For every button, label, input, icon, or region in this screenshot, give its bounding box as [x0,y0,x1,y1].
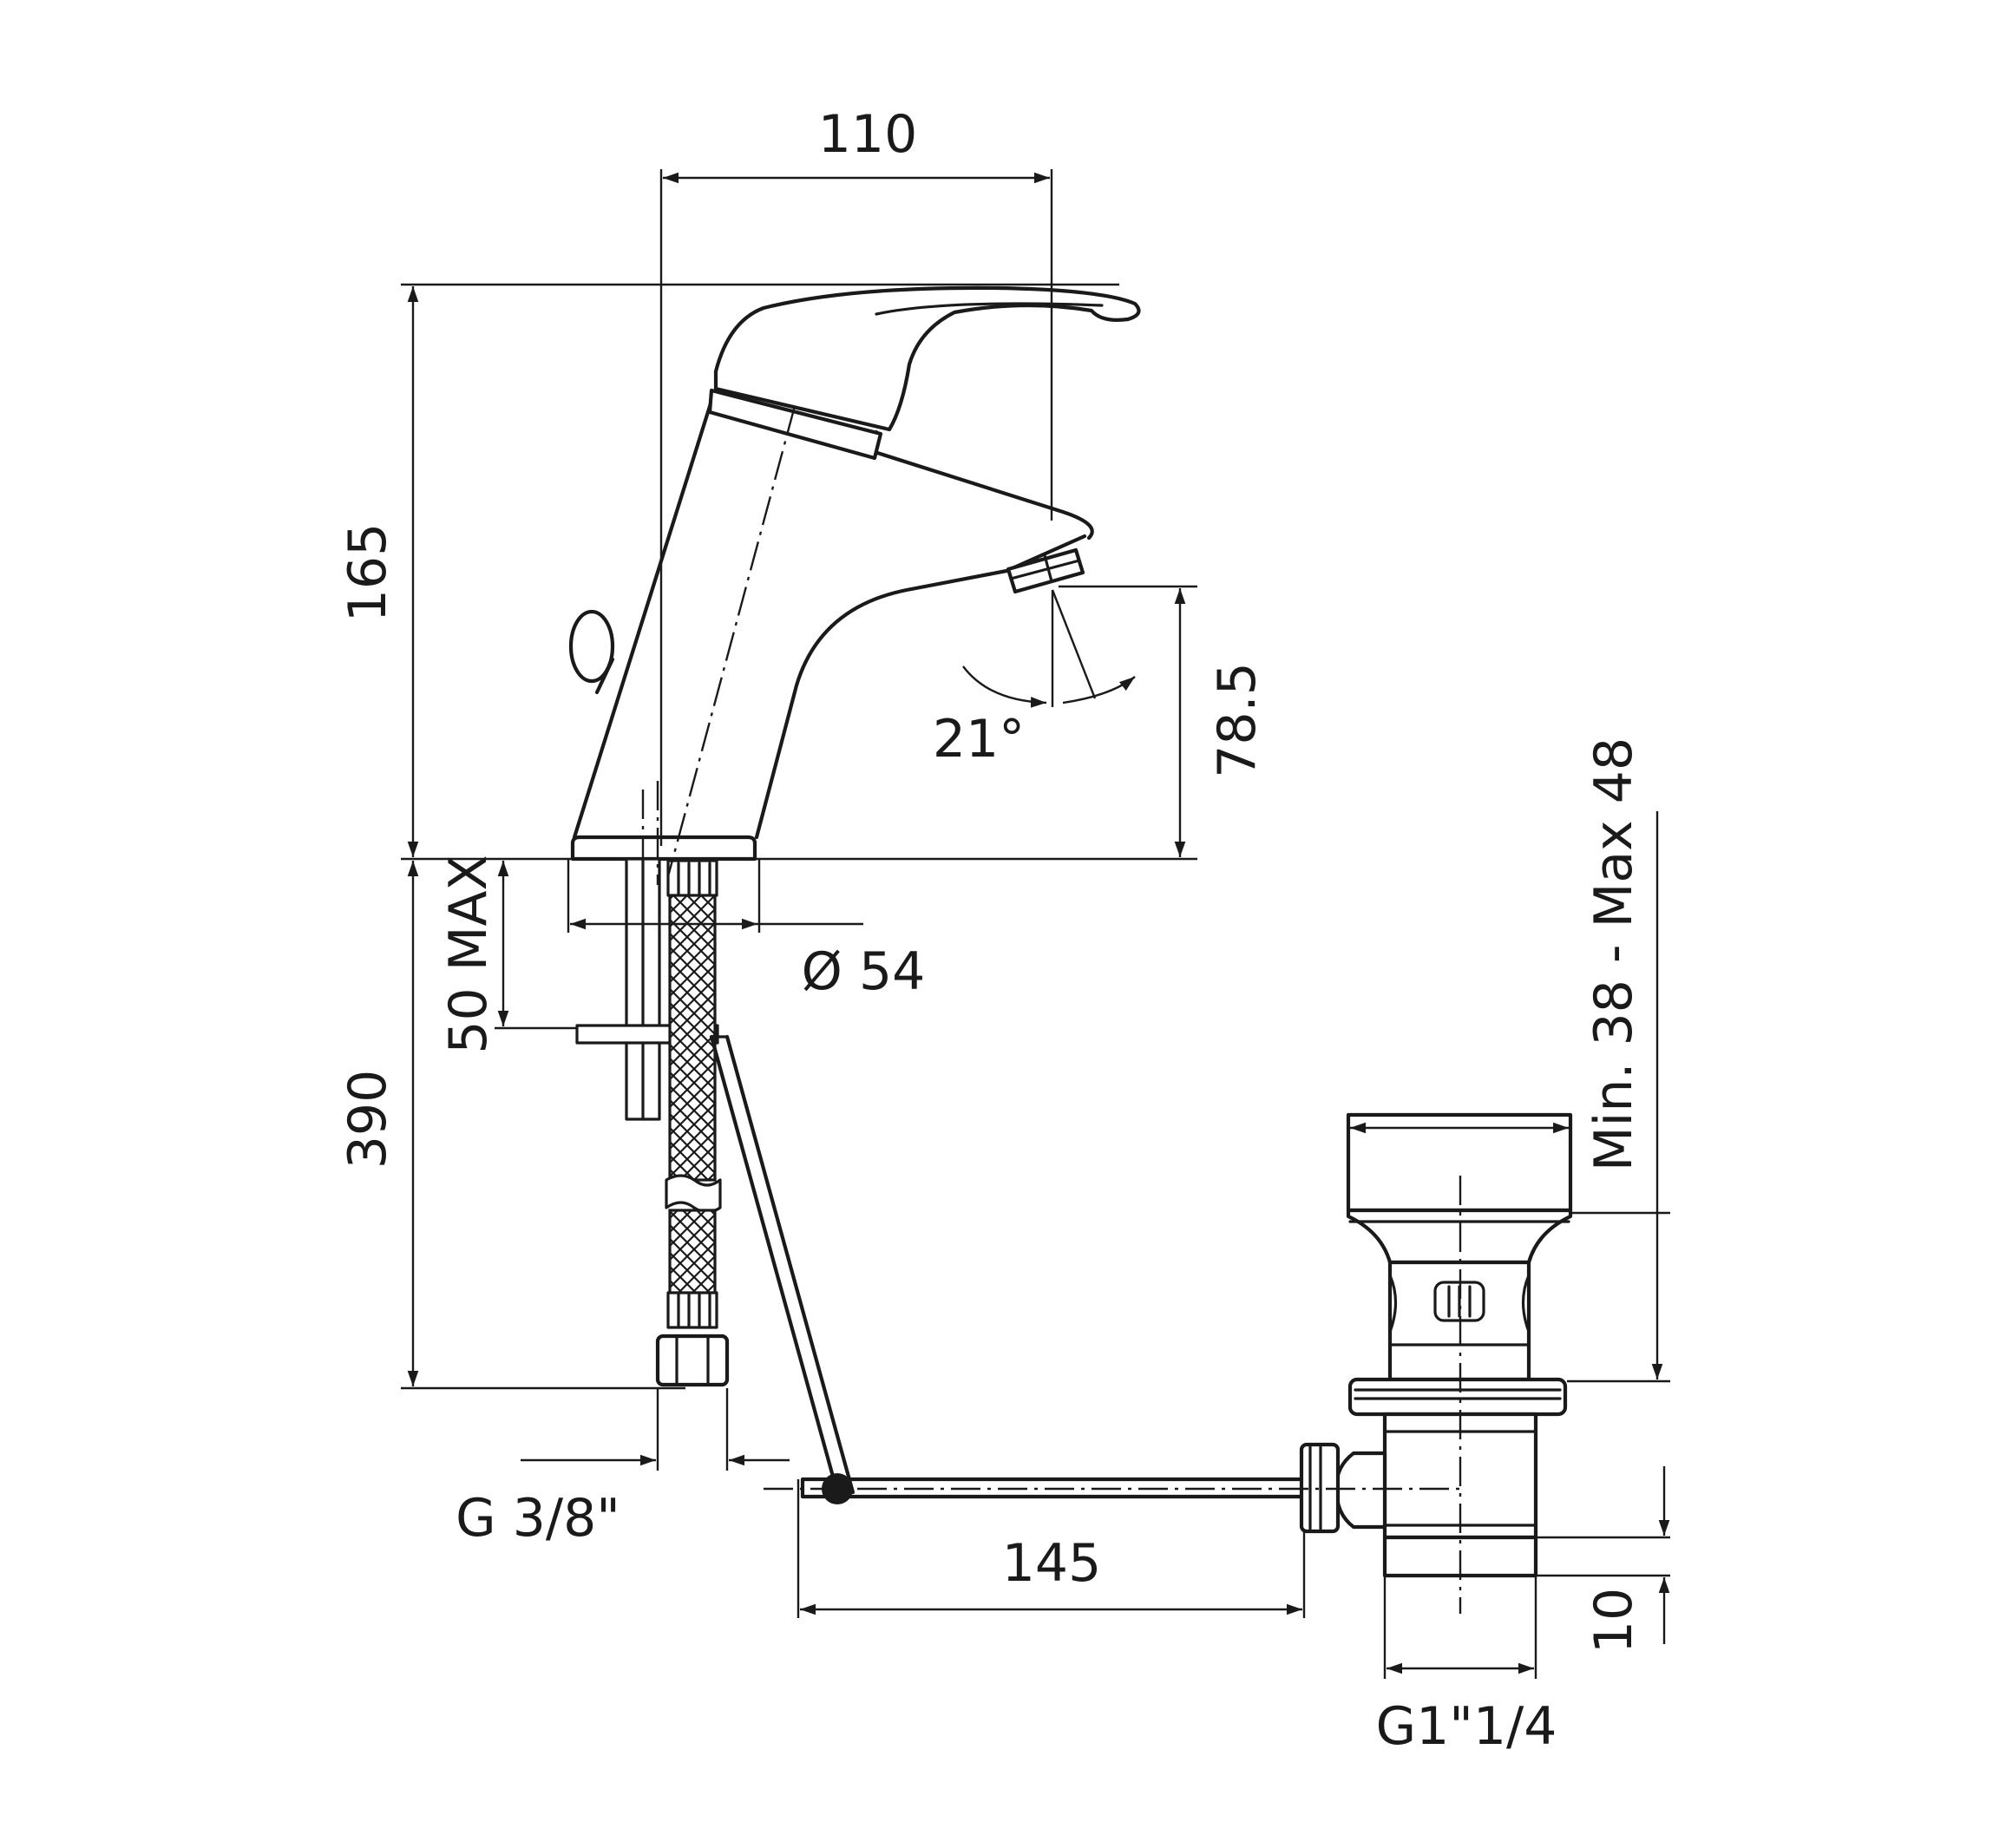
dim-hose-thread: G 3/8" [456,1488,620,1549]
braided-hose-lower [668,1209,717,1299]
handle-lever [713,285,1141,432]
hose-nut [655,1334,730,1387]
dim-waste-tail: 10 [1583,1588,1644,1654]
dim-base-diameter: Ø 54 [802,941,926,1002]
faucet [568,285,1141,862]
faucet-spout [869,429,1094,541]
dimension-labels: 110 165 78.5 21° Ø 54 50 MAX 390 G 3/8" … [338,104,1644,1757]
centerlines [641,405,1466,1614]
popup-rod [709,1034,856,1495]
dim-hose-length: 390 [338,1070,398,1170]
dim-max-thickness: 50 MAX [438,855,499,1053]
fixings [575,857,1313,1504]
dim-spout-angle: 21° [933,709,1025,770]
aerator [1006,547,1085,594]
braided-hose-upper [668,866,717,1182]
dim-waste-thread: G1"1/4 [1376,1696,1557,1757]
faucet-body [572,398,1087,840]
waste [1299,1112,1573,1578]
handle-collar [707,388,883,461]
waste-side-port [1334,1451,1387,1530]
dim-rod-length: 145 [1002,1533,1102,1594]
waste-backnut [1347,1377,1568,1417]
faucet-base [570,835,757,862]
dim-spout-height: 78.5 [1207,662,1268,778]
dim-top-width: 110 [818,104,918,165]
dim-total-height: 165 [338,523,398,623]
dimension-lines [401,169,1670,1679]
popup-knob [568,609,615,695]
dim-waste-range: Min. 38 - Max 48 [1583,737,1644,1171]
